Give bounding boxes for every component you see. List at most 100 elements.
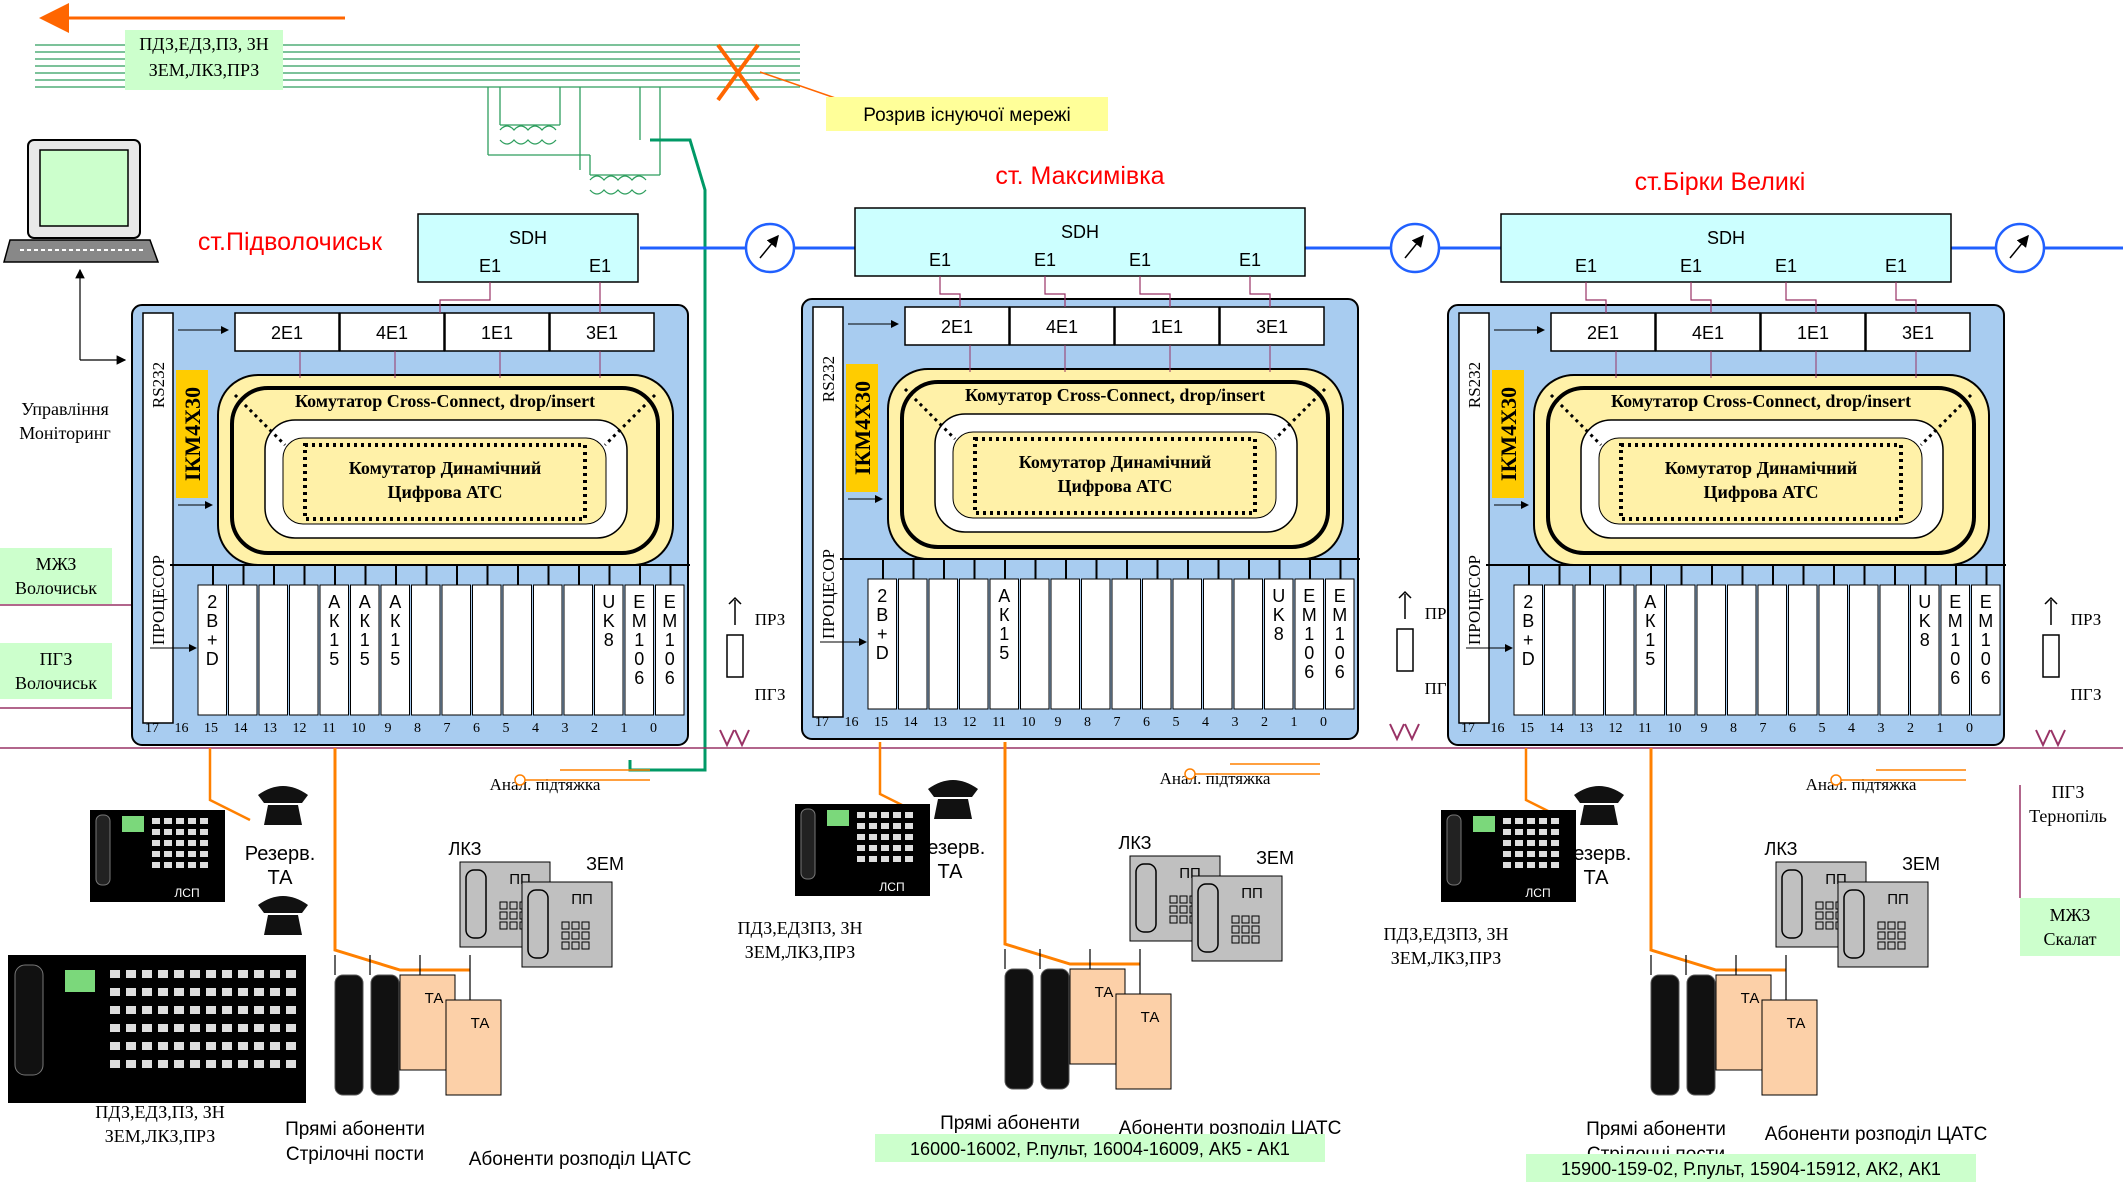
pgz-label: ПГЗ: [2070, 685, 2101, 704]
big-lsp-key: [158, 970, 168, 978]
slot-card-label: 5: [329, 649, 339, 669]
big-lsp-key: [254, 1006, 264, 1014]
dotted-link: [1919, 393, 1973, 447]
repeater-arrow: [759, 234, 779, 259]
processor-column: [1458, 312, 1490, 724]
slot-card-label: E: [1980, 592, 1992, 612]
pp-key: [499, 911, 508, 920]
big-lsp-key: [110, 1006, 120, 1014]
e1-port-box: [904, 306, 1010, 346]
big-lsp-key: [270, 1024, 280, 1032]
pp-key: [1897, 921, 1906, 930]
pp-key: [1169, 905, 1178, 914]
big-lsp-key: [238, 1042, 248, 1050]
slot-card: [1818, 584, 1848, 716]
slot-number: 5: [1173, 715, 1180, 730]
big-lsp-key: [126, 1024, 136, 1032]
pp-key: [1887, 921, 1896, 930]
slot-card-label: M: [1332, 605, 1347, 625]
dynamic-switch-label-2: Цифрова АТС: [387, 482, 502, 502]
slot-number: 11: [1638, 721, 1651, 736]
pp-key: [571, 921, 580, 930]
analog-node: [514, 774, 526, 786]
lsp-key: [881, 812, 889, 818]
slot-card: [563, 584, 593, 716]
slot-card: [624, 584, 654, 716]
slot-number: 3: [1232, 715, 1239, 730]
slot-card-label: К: [390, 611, 401, 631]
direct-label-1: Прямі абоненти: [285, 1119, 425, 1140]
direct-label-1: Прямі абоненти: [1586, 1119, 1726, 1140]
pp-key: [1251, 925, 1260, 934]
slot-card: [1081, 578, 1111, 710]
pp-key: [509, 901, 518, 910]
pp-key: [1179, 915, 1188, 924]
lsp-key: [152, 851, 160, 857]
slot-card: [1172, 578, 1202, 710]
lsp-label: ЛСП: [1525, 886, 1550, 900]
telephone-icon: [1574, 786, 1624, 825]
range-note: 15900-159-02, Р.пульт, 15904-15912, АК2,…: [1561, 1159, 1941, 1179]
slot-number: 14: [234, 721, 248, 736]
e1-port-box: [1009, 306, 1115, 346]
slot-number: 12: [293, 721, 307, 736]
keyboard-icon: [3, 239, 160, 263]
slot-card-label: А: [1644, 592, 1656, 612]
e1-link: [1044, 276, 1066, 307]
zem-label: ЗЕМ: [1256, 848, 1294, 868]
lsp-key: [1515, 818, 1523, 824]
lsp-key: [152, 829, 160, 835]
analog-wire: [1836, 769, 1966, 781]
slot-number: 13: [263, 721, 277, 736]
e1-link: [1785, 282, 1817, 313]
big-lsp-key: [254, 988, 264, 996]
e1-link: [1139, 276, 1171, 307]
dynamic-switch-dotted: [303, 443, 587, 521]
slot-card-label: 5: [999, 643, 1009, 663]
ta-label: ТА: [471, 1015, 490, 1032]
slot-number: 16: [175, 721, 189, 736]
telephone-icon: [258, 896, 308, 935]
slot-number: 0: [1320, 715, 1327, 730]
big-lsp-screen: [65, 970, 95, 992]
antenna-icon: [728, 596, 742, 625]
console-caption-2: ЗЕМ,ЛКЗ,ПРЗ: [1391, 948, 1502, 968]
lsp-key: [1539, 840, 1547, 846]
orange-wire: [878, 742, 921, 816]
e1-label: E1: [589, 256, 611, 276]
slot-card: [228, 584, 258, 716]
big-lsp-key: [206, 1042, 216, 1050]
big-lsp-key: [174, 970, 184, 978]
big-lsp-key: [270, 970, 280, 978]
slot-card-label: 0: [665, 649, 675, 669]
lsp-key: [1551, 862, 1559, 868]
lsp-key: [881, 856, 889, 862]
dynamic-switch-dotted: [973, 437, 1257, 515]
pp-key: [1887, 941, 1896, 950]
big-lsp-key: [206, 970, 216, 978]
lsp-key: [188, 829, 196, 835]
slot-card-label: +: [1523, 630, 1534, 650]
big-lsp-key: [222, 1060, 232, 1068]
slot-card-label: K: [1919, 611, 1931, 631]
slot-card-label: 1: [1645, 630, 1655, 650]
e1-port-label: 1E1: [1797, 323, 1829, 343]
lsp-key: [164, 840, 172, 846]
distribution-label: Абоненти розподіл ЦАТС: [469, 1149, 692, 1170]
big-lsp-key: [270, 1042, 280, 1050]
slot-card-label: 0: [1981, 649, 1991, 669]
lsp-key: [1527, 818, 1535, 824]
dotted-link: [1549, 393, 1603, 447]
pp-handset: [1781, 869, 1803, 939]
pgz-right-1: ПГЗ: [2052, 782, 2085, 802]
slot-number: 2: [1907, 721, 1914, 736]
slot-number: 7: [444, 721, 451, 736]
e1-port-box: [339, 312, 445, 352]
e1-port-box: [1219, 306, 1325, 346]
pp-key: [571, 931, 580, 940]
slot-number: 17: [1461, 721, 1475, 736]
break-note-box: [826, 97, 1108, 131]
slot-card-label: А: [998, 586, 1010, 606]
lsp-screen: [827, 810, 849, 826]
